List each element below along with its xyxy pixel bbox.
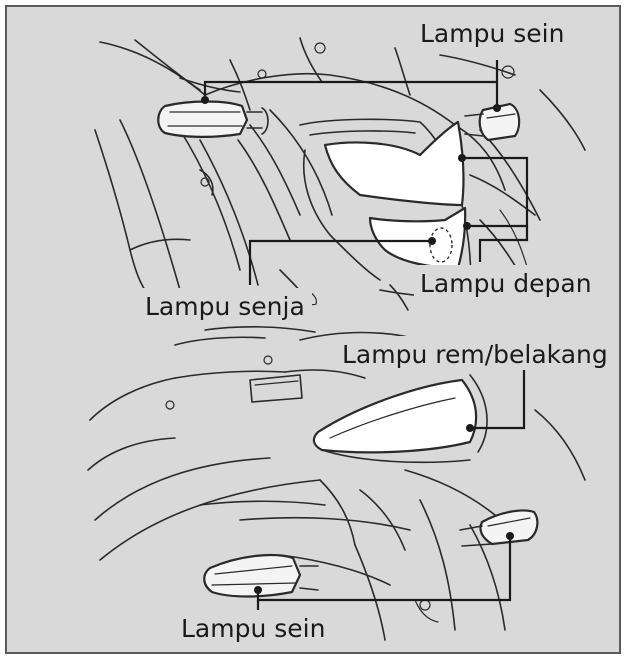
position-light-leader [248,239,432,285]
brake-tail-light-leader [470,370,526,430]
rear-turn-signal-leader [256,536,512,602]
label-position-light: Lampu senja [145,292,305,321]
headlight-leader-down [478,226,529,262]
rear-left-turn-signal-lamp [203,553,302,598]
label-headlight: Lampu depan [420,269,592,298]
label-front-turn-signal: Lampu sein [420,19,564,48]
front-labels: Lampu sein Lampu depan Lampu senja [140,14,600,322]
headlight-leader [462,156,529,228]
front-right-turn-signal-lamp [478,102,521,142]
front-left-turn-signal-lamp [157,100,249,138]
front-leader-lines [201,60,529,285]
front-turn-signal-leader [203,60,499,100]
label-rear-turn-signal: Lampu sein [181,614,325,643]
rear-view-illustration [87,326,586,641]
front-view-illustration [94,37,586,311]
rear-labels: Lampu rem/belakang Lampu sein [176,336,612,644]
label-brake-tail-light: Lampu rem/belakang [342,340,608,369]
tail-lamp [312,378,478,454]
